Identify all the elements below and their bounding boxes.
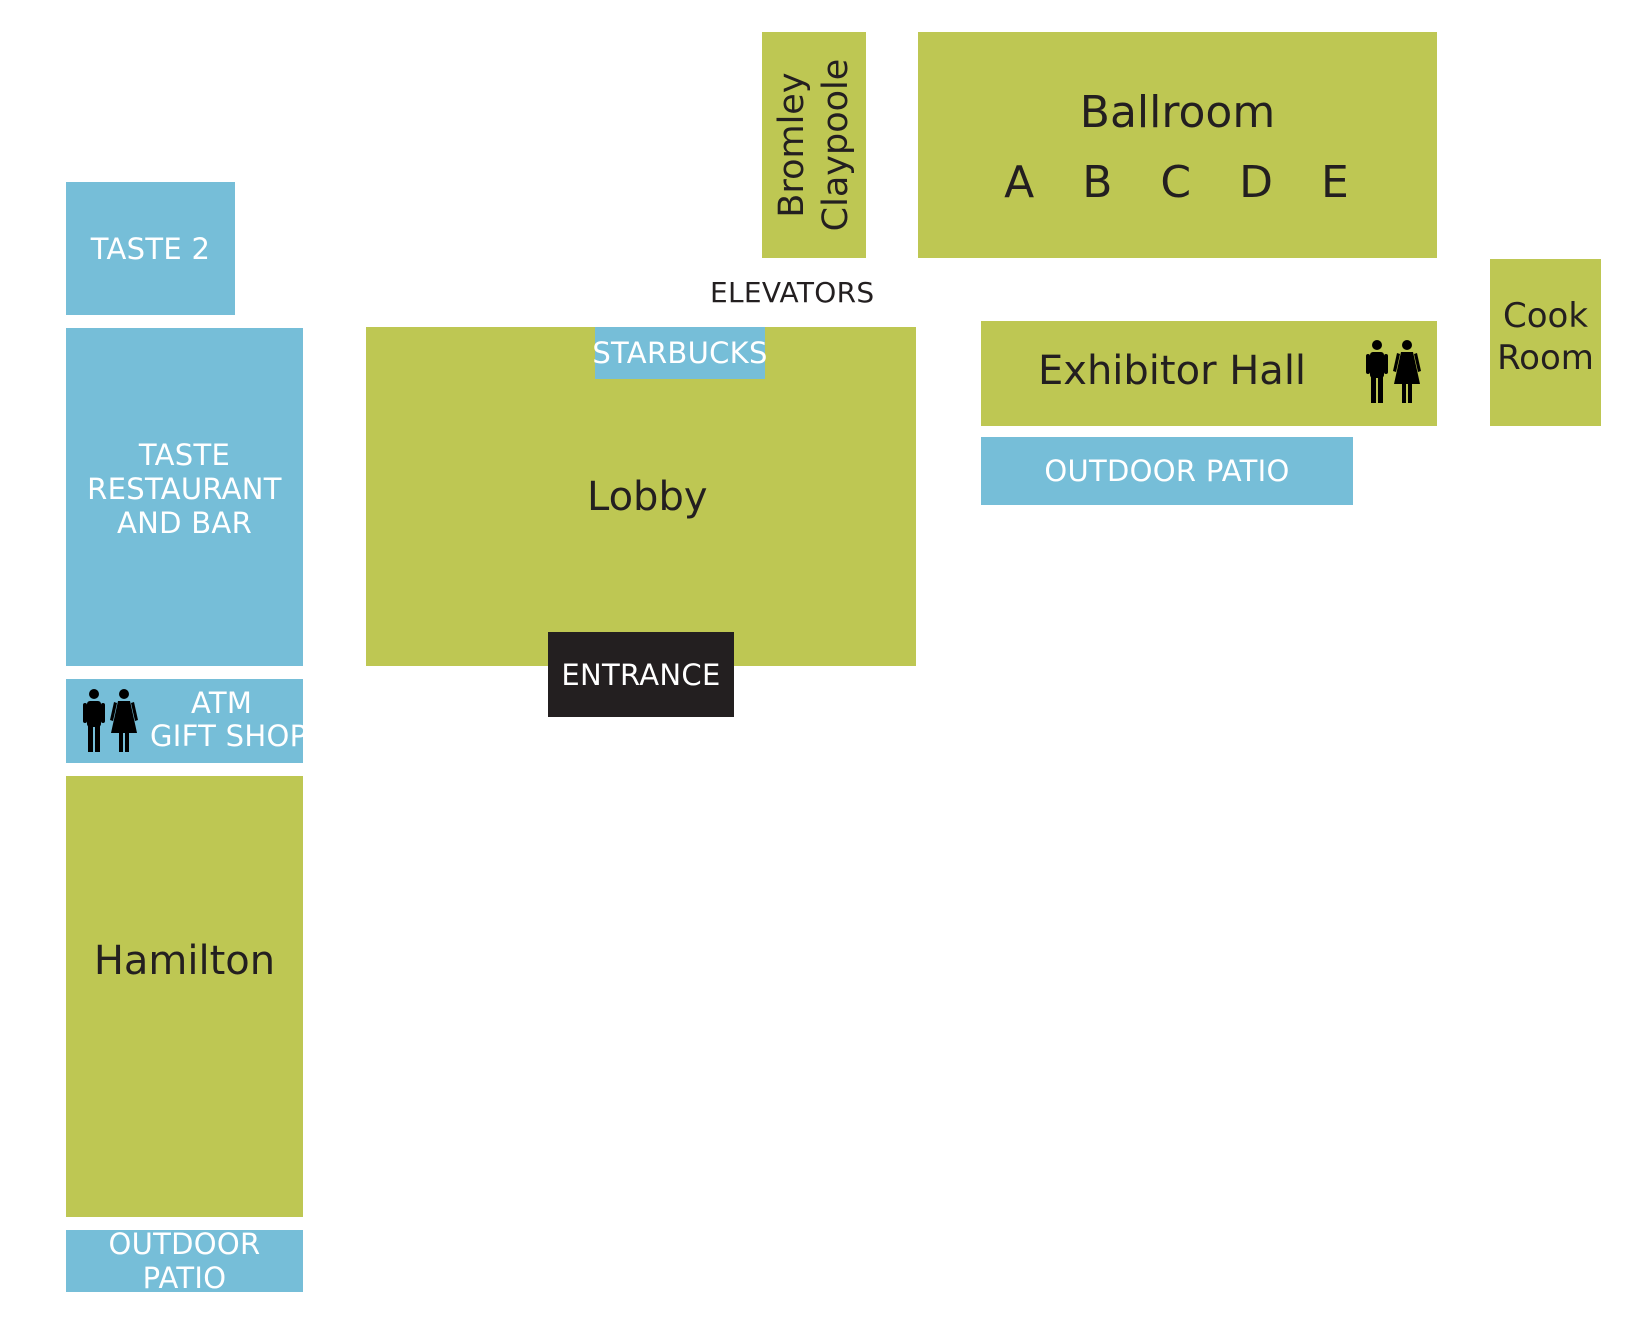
outdoor-patio-right[interactable]: OUTDOOR PATIO [981, 437, 1353, 505]
hamilton-room[interactable]: Hamilton [66, 776, 303, 1217]
elevators-label: ELEVATORS [710, 276, 875, 309]
lobby-label: Lobby [587, 474, 708, 520]
entrance[interactable]: ENTRANCE [548, 632, 734, 717]
restroom-icon [1366, 340, 1421, 403]
cook-room-label-line1: Cook [1502, 295, 1589, 336]
taste-2-label: TASTE 2 [90, 231, 211, 266]
bromley-label: Bromley [772, 72, 812, 218]
cook-room-label-line2: Room [1497, 337, 1594, 378]
bromley-claypoole-room[interactable]: Bromley Claypoole [762, 32, 866, 258]
outdoor-patio-left-label: OUTDOOR PATIO [108, 1227, 261, 1295]
exhibitor-hall-label: Exhibitor Hall [1038, 348, 1307, 394]
lobby-area[interactable]: Lobby [366, 327, 916, 666]
taste-restaurant-room[interactable]: TASTE RESTAURANT AND BAR [66, 328, 303, 666]
outdoor-patio-right-label: OUTDOOR PATIO [1044, 454, 1290, 488]
taste-restaurant-label-line3: AND BAR [116, 506, 253, 540]
ballroom-sections: A B C D E [1004, 157, 1351, 208]
restroom-icon [83, 689, 138, 752]
taste-2-room[interactable]: TASTE 2 [66, 182, 235, 315]
cook-room[interactable]: Cook Room [1490, 259, 1601, 426]
ballroom-label: Ballroom [1079, 87, 1276, 138]
starbucks-room[interactable]: STARBUCKS [592, 327, 768, 379]
atm-label: ATM [191, 686, 253, 720]
taste-restaurant-label-line1: TASTE [138, 438, 231, 472]
exhibitor-hall[interactable]: Exhibitor Hall [981, 321, 1437, 426]
atm-gift-shop-room[interactable]: ATM GIFT SHOP [66, 679, 307, 763]
outdoor-patio-left[interactable]: OUTDOOR PATIO [66, 1227, 303, 1295]
gift-shop-label: GIFT SHOP [150, 719, 308, 753]
taste-restaurant-label-line2: RESTAURANT [87, 472, 282, 506]
entrance-label: ENTRANCE [561, 657, 721, 692]
claypoole-label: Claypoole [816, 58, 856, 232]
ballroom[interactable]: Ballroom A B C D E [918, 32, 1437, 258]
starbucks-label: STARBUCKS [592, 336, 768, 370]
hamilton-label: Hamilton [93, 937, 276, 984]
